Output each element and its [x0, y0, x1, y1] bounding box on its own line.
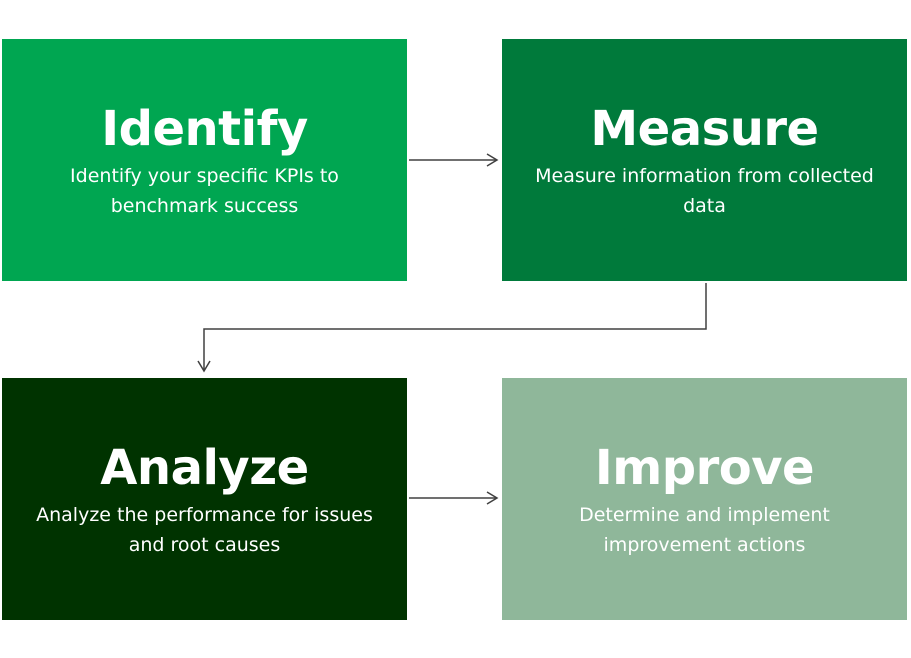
step-improve-description: Determine and implement improvement acti…: [579, 504, 830, 556]
step-measure-description: Measure information from collected data: [535, 165, 874, 217]
step-identify-title: Identify: [101, 101, 308, 157]
step-measure-title: Measure: [590, 101, 819, 157]
arrow-identify-to-measure: [409, 153, 499, 167]
step-analyze-title: Analyze: [100, 440, 309, 496]
step-measure-box: Measure Measure information from collect…: [502, 39, 907, 281]
step-analyze-box: Analyze Analyze the performance for issu…: [2, 378, 407, 620]
step-improve-title: Improve: [594, 440, 815, 496]
arrow-analyze-to-improve: [409, 491, 499, 505]
step-identify-box: Identify Identify your specific KPIs to …: [2, 39, 407, 281]
step-analyze-description: Analyze the performance for issues and r…: [36, 504, 373, 556]
step-improve-box: Improve Determine and implement improvem…: [502, 378, 907, 620]
arrow-measure-to-analyze: [197, 283, 707, 373]
step-identify-description: Identify your specific KPIs to benchmark…: [70, 165, 339, 217]
